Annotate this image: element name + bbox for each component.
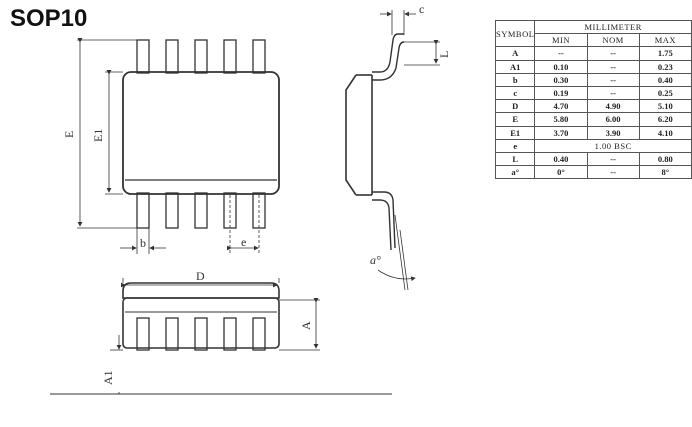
row-min: -- (534, 46, 588, 61)
row-symbol: b (494, 72, 536, 87)
row-min: 0.30 (534, 72, 588, 87)
table-header-symbol: SYMBOL (494, 19, 536, 48)
row-symbol: A1 (494, 59, 536, 74)
top-leads (136, 39, 266, 74)
dim-label-E1: E1 (91, 129, 105, 142)
row-min: 4.70 (534, 99, 588, 114)
table-header-nom: NOM (586, 33, 640, 48)
dim-label-L: L (437, 51, 451, 58)
row-nom: 3.90 (586, 125, 640, 140)
row-nom: 4.90 (586, 99, 640, 114)
dim-label-alpha: a° (370, 253, 381, 267)
front-leads (136, 317, 266, 351)
table-row: e 1.00 BSC (494, 138, 692, 153)
table-row: A -- -- 1.75 (494, 46, 692, 61)
table-row: b 0.30 -- 0.40 (494, 72, 692, 87)
front-view (50, 278, 392, 395)
dim-label-D: D (196, 269, 205, 283)
dim-label-e: e (241, 235, 246, 249)
row-symbol: D (494, 99, 536, 114)
row-nom: 6.00 (586, 112, 640, 127)
row-nom: -- (586, 72, 640, 87)
table-header-max: MAX (638, 33, 692, 48)
row-max: 4.10 (638, 125, 692, 140)
dim-label-b: b (140, 236, 146, 250)
bottom-leads (136, 192, 266, 229)
side-view (345, 10, 440, 291)
row-min: 5.80 (534, 112, 588, 127)
dim-label-A1: A1 (101, 370, 115, 385)
row-symbol: L (494, 151, 536, 167)
row-min: 0.40 (534, 151, 588, 167)
table-row: c 0.19 -- 0.25 (494, 85, 692, 101)
row-max: 0.23 (638, 59, 692, 74)
row-symbol: A (494, 46, 536, 61)
row-nom: -- (586, 59, 640, 74)
row-nom: -- (586, 46, 640, 61)
row-symbol: E1 (494, 125, 536, 140)
table-row: E 5.80 6.00 6.20 (494, 112, 692, 127)
table-row: E1 3.70 3.90 4.10 (494, 125, 692, 140)
table-row: A1 0.10 -- 0.23 (494, 59, 692, 74)
dim-label-E: E (62, 131, 76, 138)
row-symbol: E (494, 112, 536, 127)
row-min: 3.70 (534, 125, 588, 140)
row-max: 0.80 (638, 151, 692, 167)
table-header-unit: MILLIMETER (534, 19, 692, 35)
row-max: 5.10 (638, 99, 692, 114)
page-title: SOP10 (10, 5, 88, 32)
package-body (122, 71, 280, 195)
table-header-min: MIN (534, 33, 588, 48)
dimension-table: SYMBOL MILLIMETER MIN NOM MAX A -- -- 1.… (494, 19, 692, 180)
row-max: 0.25 (638, 85, 692, 101)
row-symbol: c (494, 85, 536, 101)
table-row: L 0.40 -- 0.80 (494, 151, 692, 167)
row-bsc-value: 1.00 BSC (534, 138, 692, 153)
row-min: 0.10 (534, 59, 588, 74)
row-nom: -- (586, 85, 640, 101)
table-row: a° 0° -- 8° (494, 165, 692, 180)
row-min: 0° (534, 165, 588, 180)
row-min: 0.19 (534, 85, 588, 101)
row-max: 1.75 (638, 46, 692, 61)
row-nom: -- (586, 151, 640, 167)
top-view (77, 38, 280, 254)
row-nom: -- (586, 165, 640, 180)
row-max: 6.20 (638, 112, 692, 127)
dim-label-c: c (419, 2, 424, 16)
row-max: 0.40 (638, 72, 692, 87)
row-symbol: e (494, 138, 536, 153)
dim-label-A: A (299, 321, 313, 330)
row-max: 8° (638, 165, 692, 180)
row-symbol: a° (494, 165, 536, 180)
table-row: D 4.70 4.90 5.10 (494, 99, 692, 114)
